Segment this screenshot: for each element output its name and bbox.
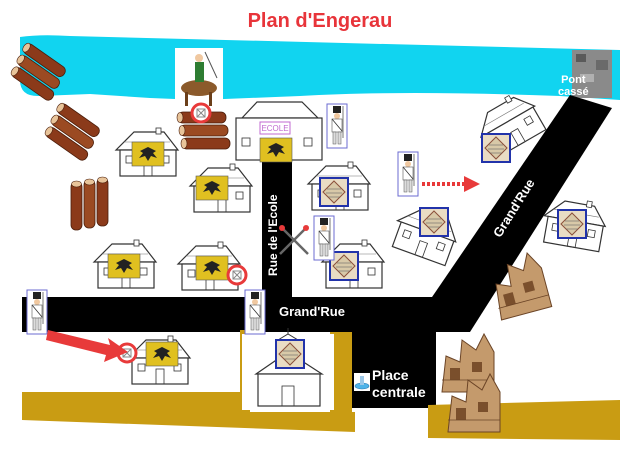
banner-icon — [275, 339, 305, 369]
path-church-right — [330, 332, 352, 412]
school-sign: ECOLE — [261, 124, 288, 133]
flag-icon — [195, 175, 229, 201]
broken-bridge-icon — [572, 50, 612, 98]
crossed-swords-icon — [279, 225, 309, 255]
fountain-icon — [354, 373, 370, 391]
map-title: Plan d'Engerau — [247, 10, 393, 32]
banner-icon — [419, 207, 449, 237]
soldier-icon — [326, 103, 348, 149]
banner-icon — [557, 209, 587, 239]
soldier-icon — [26, 289, 48, 335]
flag-icon — [259, 137, 293, 163]
soldier-icon — [313, 215, 335, 261]
dashed-arrow-icon — [422, 176, 480, 192]
pont-label-line2: cassé — [558, 86, 589, 98]
flag-icon — [107, 253, 141, 279]
soldier-icon — [397, 151, 419, 197]
banner-icon — [319, 177, 349, 207]
arrow-icon — [46, 330, 128, 362]
place-centrale-label: Place centrale — [372, 367, 426, 401]
flag-icon — [131, 141, 165, 167]
destroyed-marker-icon — [190, 102, 212, 124]
destroyed-marker-icon — [226, 264, 248, 286]
soldier-icon — [244, 289, 266, 335]
grand-rue-diagonal-road — [430, 95, 612, 332]
banner-icon — [481, 133, 511, 163]
rue-ecole-road — [262, 160, 292, 300]
path-left — [22, 330, 355, 432]
river — [20, 35, 620, 101]
place-centrale-road — [348, 330, 436, 408]
pont-casse-label: Pont cassé — [558, 74, 589, 98]
grand-rue-road — [22, 297, 456, 332]
pont-label-line1: Pont — [561, 74, 586, 86]
log-pile-icon — [39, 101, 105, 163]
rue-ecole-label: Rue de l'Ecole — [266, 194, 280, 276]
place-label-line1: Place — [372, 367, 409, 383]
place-label-line2: centrale — [372, 384, 426, 400]
grand-rue-label: Grand'Rue — [279, 304, 345, 319]
flag-icon — [145, 341, 179, 367]
flag-icon — [195, 255, 229, 281]
cavalry-icon — [175, 48, 223, 108]
